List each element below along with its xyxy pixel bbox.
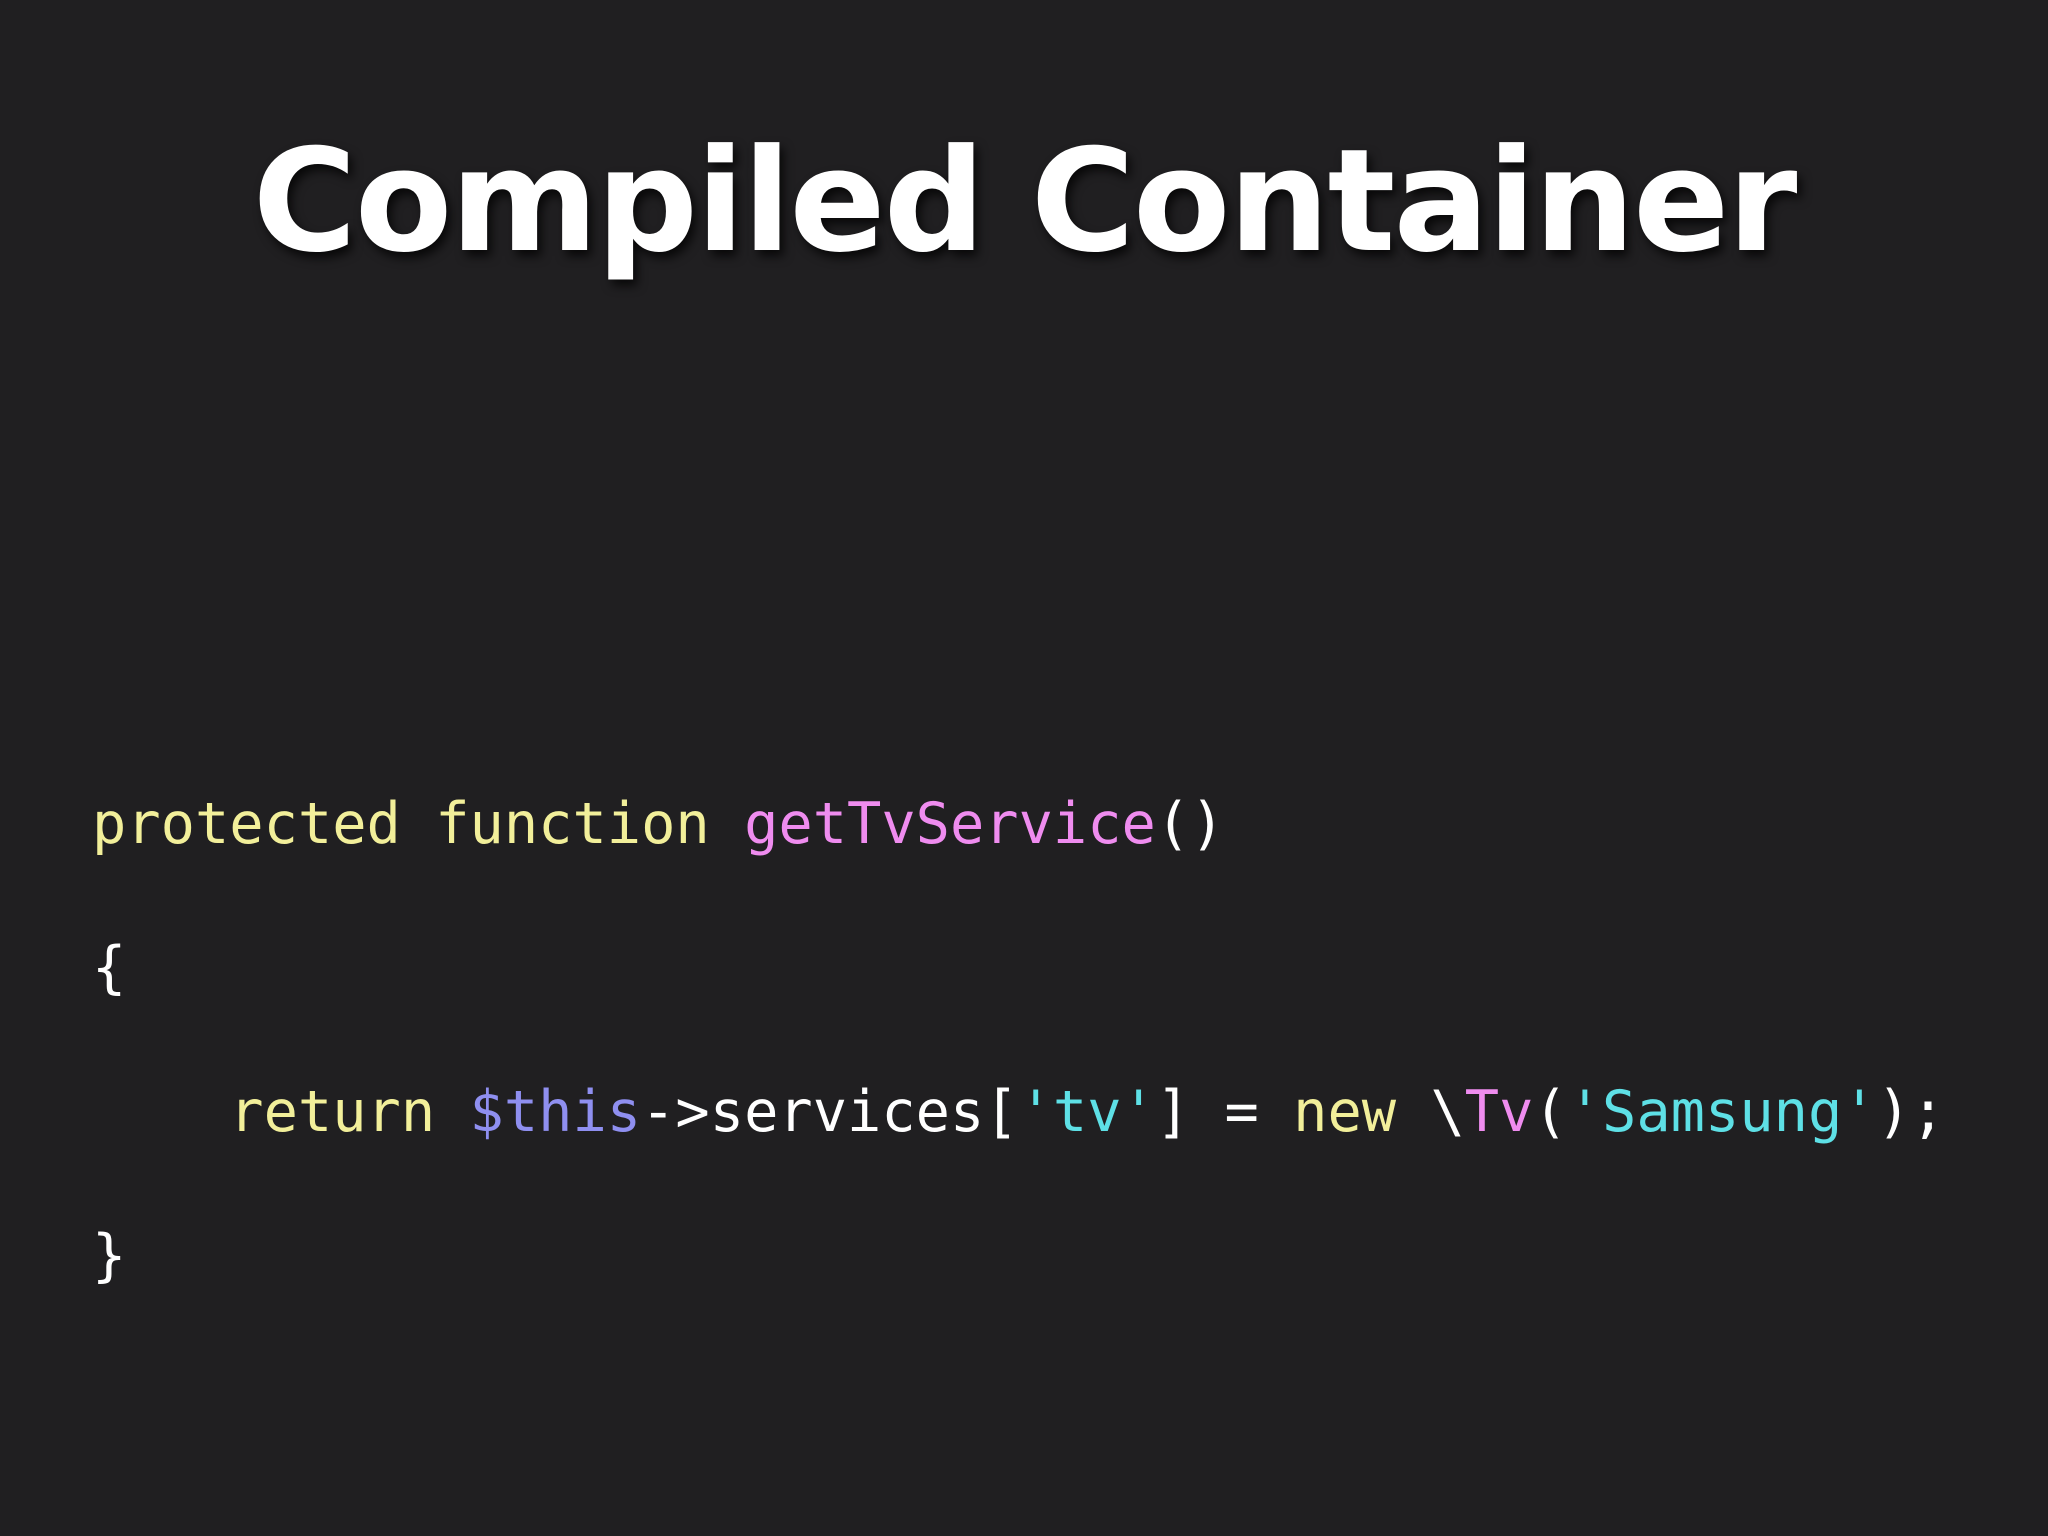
namespace-backslash: \ (1396, 1079, 1465, 1145)
services-property: services[ (709, 1079, 1019, 1145)
keyword-protected: protected (92, 791, 401, 857)
keyword-return: return (229, 1079, 436, 1145)
close-brace: } (92, 1223, 127, 1289)
keyword-new: new (1293, 1079, 1397, 1145)
open-paren: ( (1533, 1079, 1568, 1145)
class-name: Tv (1464, 1079, 1534, 1145)
parens: () (1155, 791, 1225, 857)
code-block: protected function getTvService() { retur… (92, 752, 1945, 1328)
code-line-1: protected function getTvService() (92, 752, 1945, 896)
open-brace: { (92, 935, 127, 1001)
function-name: getTvService (744, 791, 1156, 857)
variable-this: $this (469, 1079, 642, 1145)
indent (92, 1079, 229, 1145)
arrow-operator: -> (641, 1079, 710, 1145)
string-key: 'tv' (1018, 1079, 1156, 1145)
string-argument: 'Samsung' (1567, 1079, 1877, 1145)
keyword-function: function (435, 791, 710, 857)
code-line-3: return $this->services['tv'] = new \Tv('… (92, 1040, 1945, 1184)
slide-title: Compiled Container (252, 119, 1798, 284)
code-line-4: } (92, 1184, 1945, 1328)
code-line-2: { (92, 896, 1945, 1040)
assignment: ] = (1155, 1079, 1294, 1145)
close-paren-semicolon: ); (1876, 1079, 1946, 1145)
